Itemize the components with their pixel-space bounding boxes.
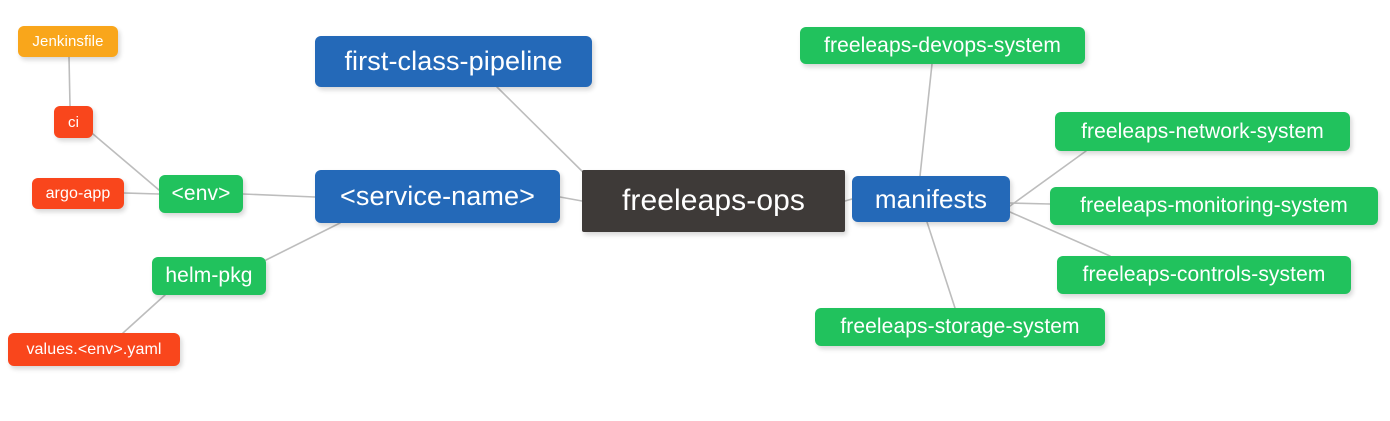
- node-label: <env>: [171, 182, 231, 205]
- edge-service-name-to-helm-pkg: [265, 222, 341, 261]
- node-label: freeleaps-ops: [621, 184, 806, 217]
- edge-ci-to-jenkinsfile: [68, 56, 71, 107]
- node-freeleaps-network-system[interactable]: freeleaps-network-system: [1055, 112, 1350, 151]
- node-ci[interactable]: ci: [54, 106, 93, 138]
- node-label: ci: [67, 113, 80, 131]
- node-freeleaps-devops-system[interactable]: freeleaps-devops-system: [800, 27, 1085, 64]
- node-manifests[interactable]: manifests: [852, 176, 1010, 222]
- node-label: <service-name>: [340, 181, 535, 211]
- node-freeleaps-controls-system[interactable]: freeleaps-controls-system: [1057, 256, 1351, 294]
- edge-service-name-to-env: [242, 193, 316, 198]
- node-values-env-yaml[interactable]: values.<env>.yaml: [8, 333, 180, 366]
- edge-env-to-argo-app: [123, 192, 160, 195]
- node-service-name[interactable]: <service-name>: [315, 170, 560, 223]
- node-label: freeleaps-devops-system: [824, 33, 1061, 57]
- node-label: manifests: [874, 183, 988, 214]
- edge-manifests-to-freeleaps-devops-system: [919, 63, 933, 177]
- edge-manifests-to-freeleaps-monitoring-system: [1009, 202, 1051, 205]
- edge-freeleaps-ops-to-manifests: [844, 198, 853, 202]
- node-argo-app[interactable]: argo-app: [32, 178, 124, 209]
- node-label: freeleaps-monitoring-system: [1080, 194, 1348, 217]
- node-label: Jenkinsfile: [32, 33, 104, 50]
- node-label: freeleaps-controls-system: [1082, 263, 1326, 286]
- node-jenkinsfile[interactable]: Jenkinsfile: [18, 26, 118, 57]
- node-freeleaps-monitoring-system[interactable]: freeleaps-monitoring-system: [1050, 187, 1378, 225]
- node-label: values.<env>.yaml: [26, 340, 162, 358]
- node-helm-pkg[interactable]: helm-pkg: [152, 257, 266, 295]
- edge-manifests-to-freeleaps-storage-system: [926, 221, 956, 309]
- node-first-class-pipeline[interactable]: first-class-pipeline: [315, 36, 592, 87]
- node-label: first-class-pipeline: [344, 46, 563, 76]
- node-label: freeleaps-storage-system: [840, 315, 1080, 338]
- node-label: helm-pkg: [165, 264, 253, 287]
- node-freeleaps-ops[interactable]: freeleaps-ops: [582, 170, 845, 232]
- node-label: argo-app: [45, 184, 111, 202]
- edge-helm-pkg-to-values-env-yaml: [122, 294, 166, 334]
- node-label: freeleaps-network-system: [1081, 119, 1324, 143]
- edge-freeleaps-ops-to-service-name: [559, 196, 583, 202]
- node-freeleaps-storage-system[interactable]: freeleaps-storage-system: [815, 308, 1105, 346]
- node-env[interactable]: <env>: [159, 175, 243, 213]
